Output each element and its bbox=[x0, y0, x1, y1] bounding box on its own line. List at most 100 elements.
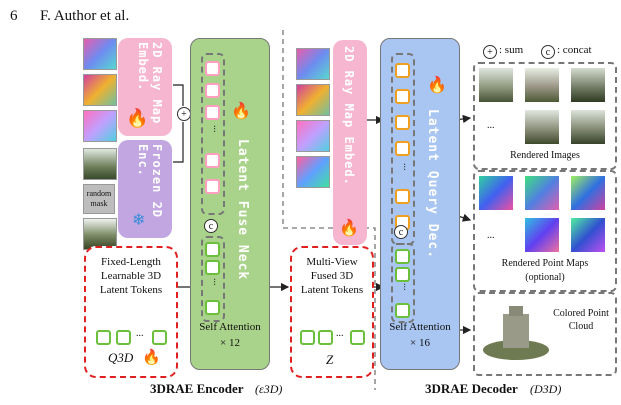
page-number: 6 bbox=[10, 8, 18, 24]
rendered-point-maps-panel: ... Rendered Point Maps (optional) bbox=[473, 170, 617, 292]
running-title: F. Author et al. bbox=[40, 8, 130, 24]
pink-token bbox=[205, 61, 220, 76]
neck-pink-token-column: ... bbox=[201, 53, 225, 215]
ray-map-thumb bbox=[296, 120, 330, 152]
orange-token bbox=[395, 115, 410, 130]
rendered-image bbox=[571, 110, 605, 144]
snowflake-icon: ❄ bbox=[132, 212, 146, 229]
query-token-text: Fixed-Length Learnable 3D Latent Tokens bbox=[99, 256, 163, 296]
rendered-point-maps-label: Rendered Point Maps bbox=[501, 258, 589, 269]
pink-token bbox=[205, 83, 220, 98]
encoder-caption: 3DRAE Encoder bbox=[150, 381, 244, 396]
ray-map-thumb bbox=[83, 110, 117, 142]
pink-token bbox=[205, 153, 220, 168]
green-token bbox=[116, 330, 131, 345]
flame-icon: 🔥 bbox=[142, 350, 161, 366]
ellipsis: ... bbox=[401, 283, 412, 291]
decoder-ray-thumbnails bbox=[296, 48, 330, 188]
green-token bbox=[300, 330, 315, 345]
rendered-image bbox=[525, 110, 559, 144]
ray-map-thumb bbox=[296, 84, 330, 116]
point-map-image bbox=[571, 218, 605, 252]
legend-sum-label: : sum bbox=[499, 44, 524, 56]
decoder-caption-symbol: (D3D) bbox=[530, 382, 562, 396]
rendered-image bbox=[571, 68, 605, 102]
ellipsis: ... bbox=[211, 278, 222, 286]
legend-concat-label: : concat bbox=[557, 44, 592, 56]
point-cloud-image bbox=[483, 306, 549, 360]
rendered-image bbox=[479, 68, 513, 102]
encoder-caption-symbol: (ε3D) bbox=[255, 382, 283, 396]
flame-icon: 🔥 bbox=[126, 108, 149, 128]
green-token bbox=[350, 330, 365, 345]
query-token-box: Fixed-Length Learnable 3D Latent Tokens … bbox=[84, 246, 178, 378]
latent-query-decoder-block: ... c ... 🔥 Latent Query Dec. Self Atten… bbox=[380, 38, 460, 370]
neck-repeat: × 12 bbox=[220, 337, 240, 349]
orange-token bbox=[395, 63, 410, 78]
frozen-encoder-label: Frozen 2D Enc. bbox=[136, 144, 164, 219]
pink-token bbox=[205, 105, 220, 120]
orange-token bbox=[395, 89, 410, 104]
latent-fuse-neck-block: ... c ... 🔥 Latent Fuse Neck Self Attent… bbox=[190, 38, 270, 370]
optional-label: (optional) bbox=[525, 272, 565, 283]
point-cloud-panel: Colored Point Cloud bbox=[473, 292, 617, 376]
random-mask-thumb: random mask bbox=[83, 184, 115, 214]
decoder-ray-embed-block: 2D Ray Map Embed. 🔥 bbox=[333, 40, 367, 245]
ray-map-thumbnails bbox=[83, 38, 117, 142]
point-map-image bbox=[479, 176, 513, 210]
concat-icon: c bbox=[394, 225, 408, 239]
green-token bbox=[395, 267, 410, 282]
green-token bbox=[205, 260, 220, 275]
green-token bbox=[205, 242, 220, 257]
flame-icon: 🔥 bbox=[339, 220, 359, 237]
legend-concat-icon: c bbox=[541, 45, 555, 59]
flame-icon: 🔥 bbox=[231, 103, 251, 120]
encoder-ray-embed-block: 2D Ray Map Embed. 🔥 bbox=[118, 38, 172, 136]
fused-token-text: Multi-View Fused 3D Latent Tokens bbox=[300, 256, 364, 296]
decoder-ray-embed-label: 2D Ray Map Embed. bbox=[342, 46, 356, 186]
encoder-ray-embed-label: 2D Ray Map Embed. bbox=[136, 42, 164, 125]
query-symbol: Q3D bbox=[108, 350, 134, 365]
ray-map-thumb bbox=[296, 48, 330, 80]
point-map-image bbox=[525, 218, 559, 252]
z-symbol: Z bbox=[326, 352, 334, 367]
decoder-orange-token-column: ... bbox=[391, 53, 415, 245]
input-image-thumbnails: random mask bbox=[83, 148, 117, 250]
ellipsis: ... bbox=[401, 163, 412, 171]
sum-icon: + bbox=[177, 107, 191, 121]
flame-icon: 🔥 bbox=[427, 77, 447, 94]
rendered-image bbox=[525, 68, 559, 102]
ellipsis: ... bbox=[487, 120, 495, 131]
decoder-green-token-column: ... bbox=[391, 243, 415, 323]
green-token bbox=[395, 249, 410, 264]
neck-self-attention: Self Attention bbox=[199, 321, 261, 333]
decoder-caption: 3DRAE Decoder bbox=[425, 381, 518, 396]
concat-icon: c bbox=[204, 219, 218, 233]
point-cloud-label: Colored Point Cloud bbox=[553, 308, 609, 332]
input-image-thumb bbox=[83, 148, 117, 180]
input-image-thumb bbox=[83, 218, 117, 250]
ray-map-thumb bbox=[83, 74, 117, 106]
green-token bbox=[318, 330, 333, 345]
point-map-image bbox=[525, 176, 559, 210]
orange-token bbox=[395, 141, 410, 156]
ray-map-thumb bbox=[83, 38, 117, 70]
green-token bbox=[96, 330, 111, 345]
neck-label: Latent Fuse Neck bbox=[235, 139, 250, 281]
legend-sum-icon: + bbox=[483, 45, 497, 59]
ellipsis: ... bbox=[487, 230, 495, 241]
green-token bbox=[395, 303, 410, 318]
green-token bbox=[152, 330, 167, 345]
decoder-repeat: × 16 bbox=[410, 337, 430, 349]
ellipsis: ... bbox=[336, 328, 344, 339]
decoder-self-attention: Self Attention bbox=[389, 321, 451, 333]
point-map-image bbox=[571, 176, 605, 210]
rendered-images-label: Rendered Images bbox=[510, 150, 580, 161]
frozen-encoder-block: Frozen 2D Enc. ❄ bbox=[118, 140, 172, 238]
ellipsis: ... bbox=[136, 328, 144, 339]
rendered-images-panel: ... Rendered Images bbox=[473, 62, 617, 170]
ellipsis: ... bbox=[211, 125, 222, 133]
fused-token-box: Multi-View Fused 3D Latent Tokens ... Z bbox=[290, 246, 374, 378]
decoder-label: Latent Query Dec. bbox=[425, 109, 440, 260]
green-token bbox=[205, 300, 220, 315]
